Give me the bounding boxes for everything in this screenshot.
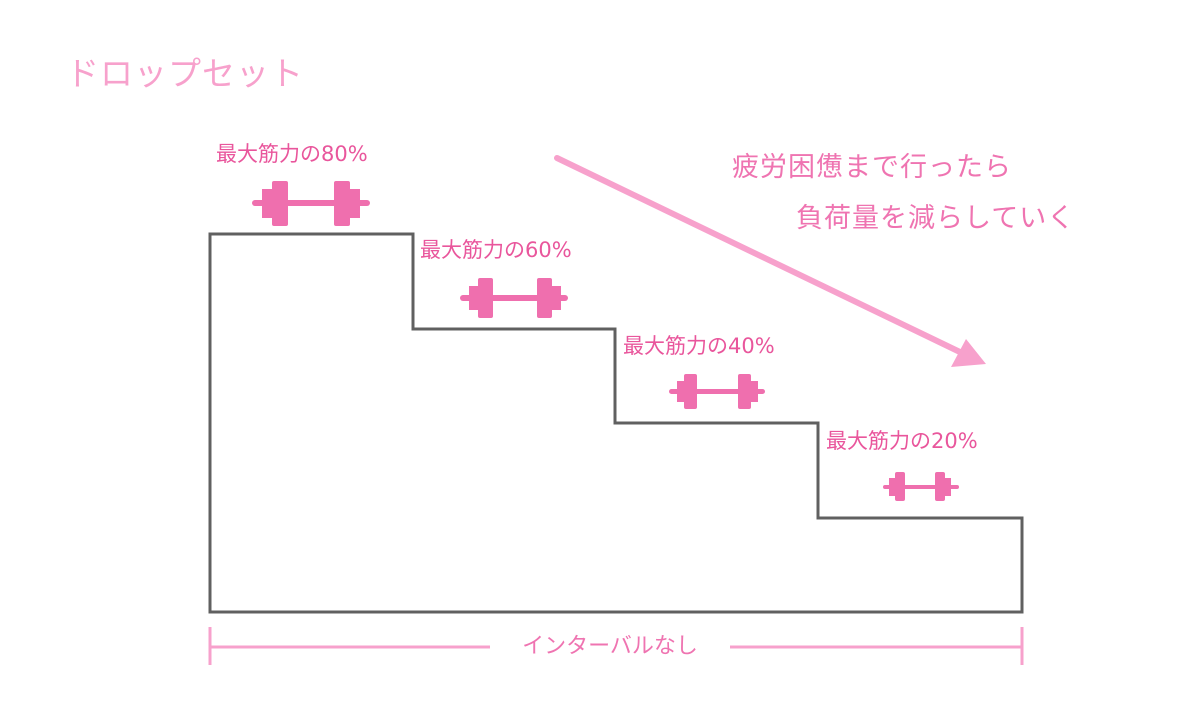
diagram-title: ドロップセット xyxy=(66,54,304,93)
barbell-icon xyxy=(669,374,765,409)
staircase-outline xyxy=(208,232,1024,614)
note-line-1: 疲労困憊まで行ったら xyxy=(732,152,1012,183)
barbell-icon xyxy=(460,278,568,318)
step-label-20: 最大筋力の20% xyxy=(826,429,978,453)
note-line-2: 負荷量を減らしていく xyxy=(796,203,1076,234)
step-label-80: 最大筋力の80% xyxy=(216,142,368,166)
step-label-60: 最大筋力の60% xyxy=(420,238,572,262)
interval-label: インターバルなし xyxy=(490,630,730,664)
arrow-down-right-icon xyxy=(554,155,986,367)
barbell-icon xyxy=(883,472,959,501)
step-label-40: 最大筋力の40% xyxy=(623,334,775,358)
barbell-icon xyxy=(252,181,370,226)
